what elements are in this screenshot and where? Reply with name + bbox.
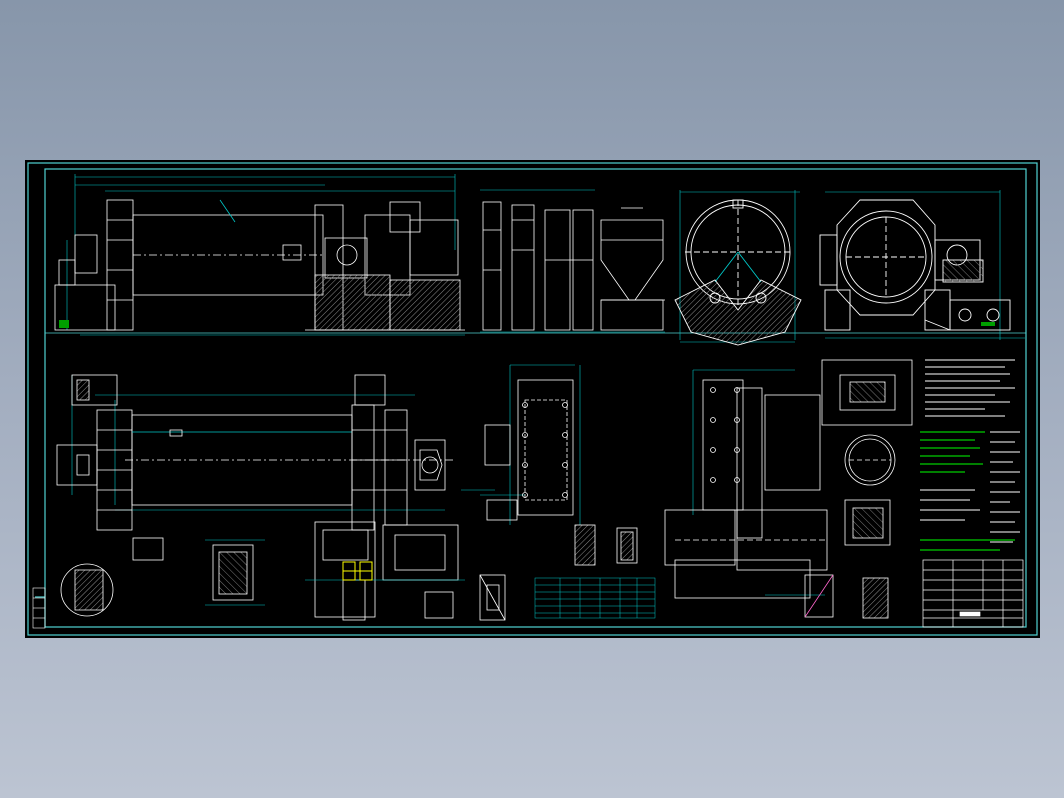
foundation-plate-1 — [480, 364, 581, 525]
drive-gearbox-plan — [305, 489, 495, 621]
end-view-b — [819, 190, 1025, 340]
margin-title-strip — [32, 587, 46, 629]
discharge-section-views — [480, 189, 665, 333]
detail-views-left — [60, 537, 265, 617]
drawing-border — [27, 162, 1038, 636]
drive-coupling-highlight — [342, 561, 373, 581]
requirements-list — [920, 431, 985, 473]
mill-base-marker — [59, 320, 69, 328]
mill-elevation-view — [54, 174, 465, 336]
parts-table — [534, 577, 656, 619]
right-detail-views — [804, 359, 913, 619]
spec-list — [920, 431, 1020, 551]
foundation-plate-2 — [664, 369, 828, 599]
cad-drawing-sheet[interactable] — [25, 160, 1040, 638]
mill-plan-view — [56, 374, 455, 531]
end-view-a — [674, 190, 802, 346]
drive-base-marker — [981, 322, 995, 326]
title-block — [922, 559, 1024, 628]
technical-notes — [925, 359, 1015, 417]
detail-sections-middle — [479, 524, 638, 621]
